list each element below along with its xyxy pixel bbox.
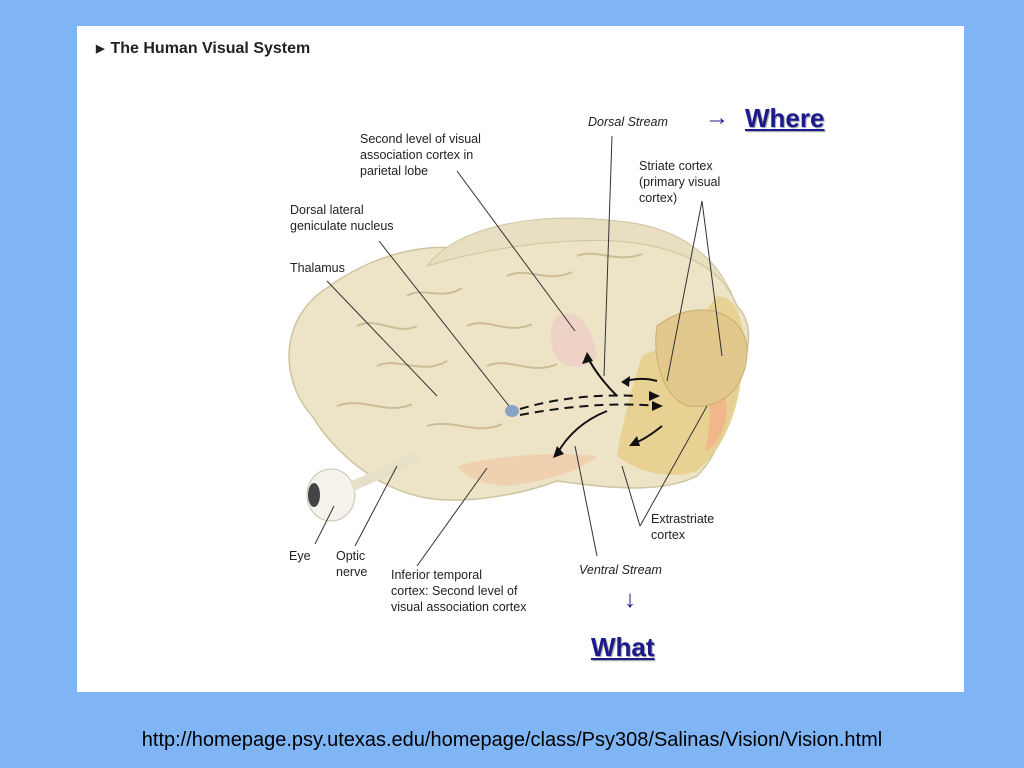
label-second-level-parietal: Second level of visual association corte… bbox=[360, 132, 481, 178]
temporal-region bbox=[457, 454, 597, 486]
brain-illustration bbox=[288, 135, 750, 567]
label-thalamus: Thalamus bbox=[290, 261, 345, 275]
label-striate-cortex: Striate cortex (primary visual cortex) bbox=[639, 159, 721, 205]
brain-hemisphere bbox=[425, 217, 733, 297]
parietal-region bbox=[550, 313, 597, 368]
label-dorsal-stream: Dorsal Stream bbox=[588, 115, 668, 129]
figure-title-text: The Human Visual System bbox=[110, 40, 311, 57]
label-extrastriate: Extrastriate cortex bbox=[651, 512, 715, 542]
source-url: http://homepage.psy.utexas.edu/homepage/… bbox=[141, 729, 883, 751]
where-link[interactable]: Where bbox=[745, 103, 825, 133]
label-dorsal-lgn: Dorsal lateral geniculate nucleus bbox=[290, 203, 394, 233]
label-optic-nerve: Optic nerve bbox=[336, 549, 368, 579]
label-ventral-stream: Ventral Stream bbox=[579, 563, 662, 577]
right-arrow-icon: → bbox=[705, 104, 729, 131]
lgn-node bbox=[505, 405, 519, 417]
eye-ball bbox=[306, 468, 356, 522]
down-arrow-icon: ↓ bbox=[624, 586, 636, 613]
figure-title: ▶ The Human Visual System bbox=[96, 40, 310, 58]
bullet-triangle-icon: ▶ bbox=[96, 43, 105, 55]
optic-nerve-shape bbox=[350, 451, 420, 491]
label-inferior-temporal: Inferior temporal cortex: Second level o… bbox=[391, 568, 527, 614]
label-eye: Eye bbox=[289, 549, 311, 563]
cerebellum bbox=[655, 309, 748, 408]
what-link[interactable]: What bbox=[591, 632, 655, 662]
